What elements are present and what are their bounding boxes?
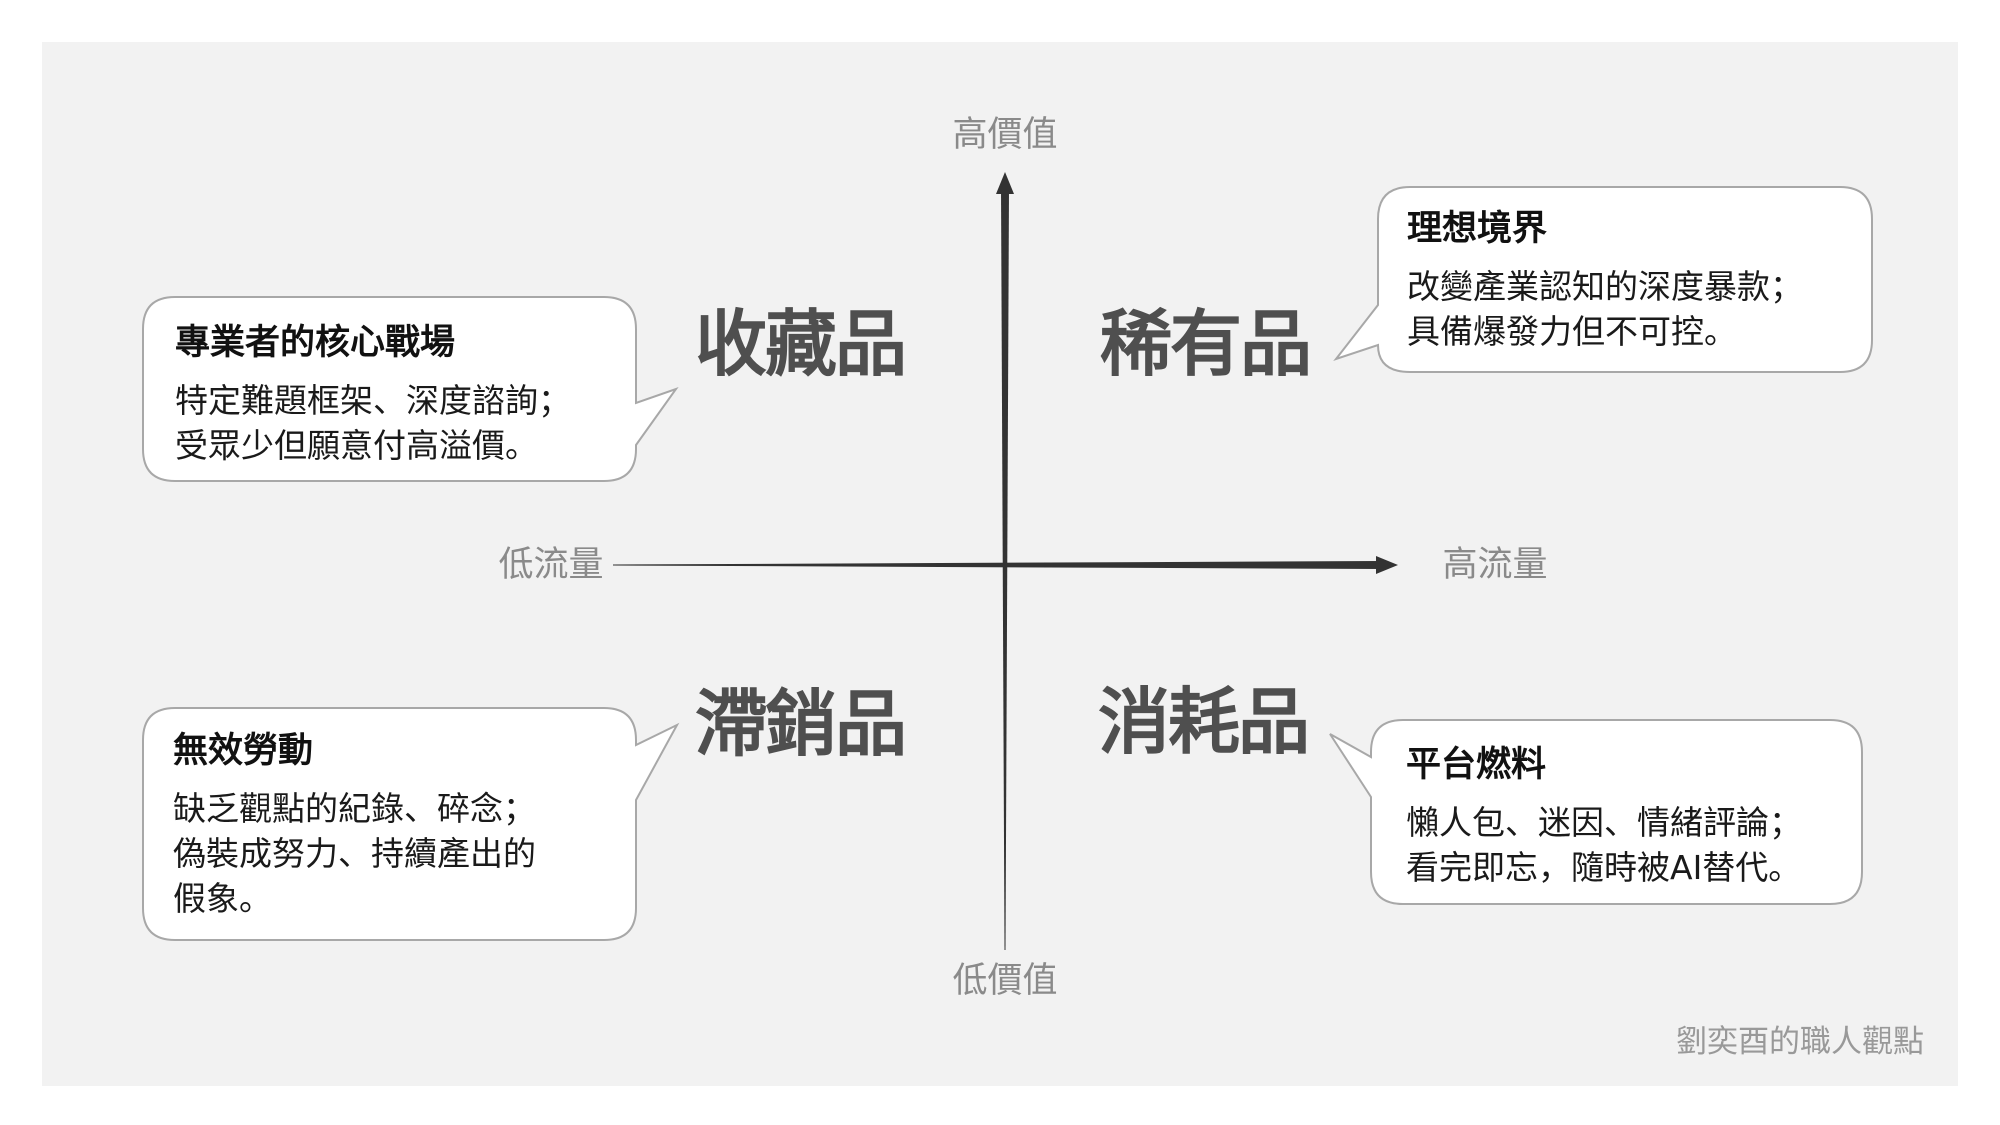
speech-bubble-top-right: [1333, 186, 1873, 373]
quadrant-title-unsold: 滯銷品: [694, 682, 907, 766]
speech-bubble-top-left: [142, 296, 679, 482]
bubble-title: 專業者的核心戰場: [175, 323, 456, 363]
quadrant-title-consumables: 消耗品: [1097, 680, 1310, 764]
y-axis-arrowhead: [996, 172, 1014, 194]
axis-label-high-value: 高價值: [952, 115, 1058, 155]
bubble-line: 缺乏觀點的紀錄、碎念；: [173, 789, 536, 828]
bubble-body: 改變產業認知的深度暴款； 具備爆發力但不可控。: [1407, 264, 1803, 354]
bubble-body: 缺乏觀點的紀錄、碎念； 偽裝成努力、持續產出的 假象。: [173, 786, 536, 921]
author-credit: 劉奕酉的職人觀點: [1676, 1024, 1924, 1060]
axis-label-low-traffic: 低流量: [498, 545, 604, 585]
bubble-body: 懶人包、迷因、情緒評論； 看完即忘，隨時被AI替代。: [1406, 800, 1802, 890]
x-axis-line: [613, 561, 1380, 569]
bubble-line: 懶人包、迷因、情緒評論；: [1406, 803, 1802, 842]
speech-bubble-bottom-left: [142, 707, 680, 941]
bubble-line: 具備爆發力但不可控。: [1407, 312, 1737, 351]
bubble-line: 受眾少但願意付高溢價。: [175, 426, 538, 465]
y-axis-line: [1001, 188, 1009, 950]
speech-bubble-bottom-right: [1329, 719, 1863, 905]
bubble-line: 改變產業認知的深度暴款；: [1407, 267, 1803, 306]
x-axis-arrowhead: [1376, 556, 1398, 574]
bubble-line: 看完即忘，隨時被AI替代。: [1406, 848, 1802, 887]
bubble-line: 假象。: [173, 879, 272, 918]
axis-label-high-traffic: 高流量: [1442, 545, 1548, 585]
bubble-title: 無效勞動: [173, 731, 314, 771]
quadrant-title-rare: 稀有品: [1099, 302, 1312, 386]
bubble-line: 偽裝成努力、持續產出的: [173, 834, 536, 873]
bubble-title: 理想境界: [1407, 209, 1548, 249]
quadrant-title-collectibles: 收藏品: [694, 302, 907, 386]
bubble-title: 平台燃料: [1406, 745, 1547, 785]
bubble-body: 特定難題框架、深度諮詢； 受眾少但願意付高溢價。: [175, 378, 571, 468]
axis-label-low-value: 低價值: [952, 961, 1058, 1001]
bubble-line: 特定難題框架、深度諮詢；: [175, 381, 571, 420]
